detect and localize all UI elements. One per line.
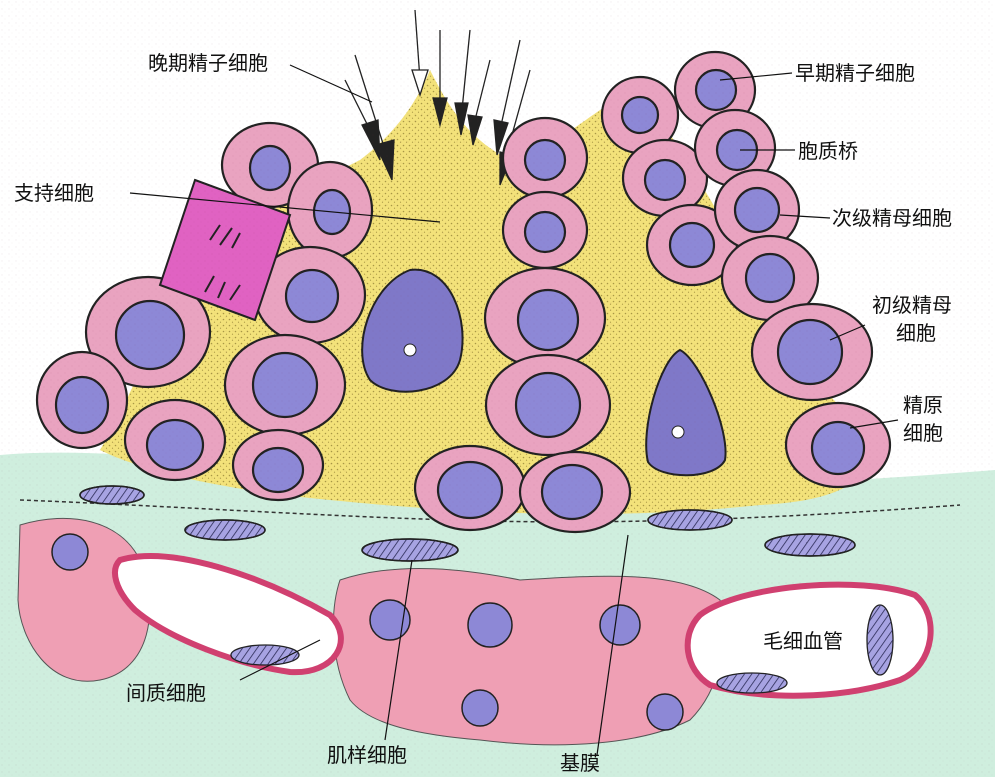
label-capillary: 毛细血管 [763, 629, 843, 653]
label-primary-spermatocyte-line2: 细胞 [896, 321, 936, 345]
label-secondary-spermatocyte: 次级精母细胞 [832, 206, 952, 230]
label-basement-membrane: 基膜 [560, 751, 600, 775]
label-cytoplasmic-bridge: 胞质桥 [798, 139, 858, 163]
label-myoid-cell: 肌样细胞 [327, 743, 407, 767]
label-spermatogonium-line1: 精原 [903, 393, 943, 417]
label-primary-spermatocyte-line1: 初级精母 [872, 293, 952, 317]
label-early-spermatid: 早期精子细胞 [795, 61, 915, 85]
label-spermatogonium-line2: 细胞 [903, 421, 943, 445]
label-late-spermatid: 晚期精子细胞 [148, 51, 268, 75]
label-interstitial-cell: 间质细胞 [126, 681, 206, 705]
label-sertoli-cell: 支持细胞 [14, 181, 94, 205]
